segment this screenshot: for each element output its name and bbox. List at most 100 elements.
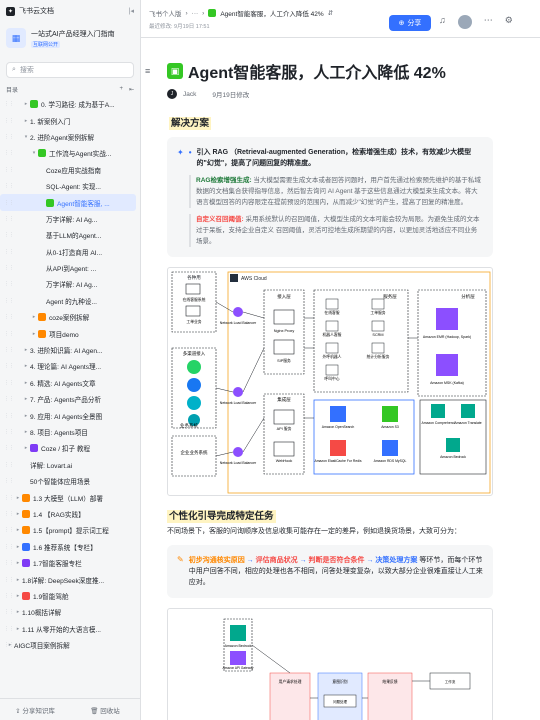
drag-handle-icon[interactable]: ⋮⋮ xyxy=(4,543,14,550)
drag-handle-icon[interactable]: ⋮⋮ xyxy=(4,199,14,206)
collapse-all-icon[interactable]: ⇤ xyxy=(128,86,134,93)
breadcrumb-root[interactable]: 飞书个人版 xyxy=(149,11,182,18)
more-icon[interactable]: ⋯ xyxy=(483,15,493,25)
sidebar-item[interactable]: ⋮⋮▸doc1.11 从零开始的大语言模... xyxy=(0,621,140,637)
sidebar-item[interactable]: ⋮⋮▸orange项目demo xyxy=(0,325,140,341)
sidebar-item[interactable]: ⋮⋮doc详解: Lovart.ai xyxy=(0,457,140,473)
drag-handle-icon[interactable]: ⋮⋮ xyxy=(4,625,14,632)
expand-arrow-icon[interactable]: ▸ xyxy=(16,592,20,599)
expand-arrow-icon[interactable]: ▸ xyxy=(24,117,28,124)
sidebar-item[interactable]: ⋮⋮▾doc2. 进阶Agent案例拆解 xyxy=(0,129,140,145)
sidebar-item[interactable]: ⋮⋮▸doc8. 项目: Agents项目 xyxy=(0,424,140,440)
expand-arrow-icon[interactable]: ▸ xyxy=(24,101,28,108)
breadcrumb-ellipsis[interactable]: ··· xyxy=(191,9,199,17)
drag-handle-icon[interactable]: ⋮⋮ xyxy=(4,494,14,501)
bell-icon[interactable]: ♫ xyxy=(439,15,446,25)
sidebar-item[interactable]: ⋮⋮▸orange1.4 【RAG实践】 xyxy=(0,506,140,522)
sidebar-item[interactable]: ⋮⋮▸doc3. 进阶知识篇: AI Agen... xyxy=(0,342,140,358)
expand-arrow-icon[interactable]: ▸ xyxy=(24,412,28,419)
collapse-sidebar-icon[interactable]: |◂ xyxy=(128,8,134,15)
drag-handle-icon[interactable]: ⋮⋮ xyxy=(4,396,14,403)
drag-handle-icon[interactable]: ⋮⋮ xyxy=(4,642,14,649)
expand-arrow-icon[interactable]: ▸ xyxy=(24,396,28,403)
expand-arrow-icon[interactable]: ▸ xyxy=(24,379,28,386)
drag-handle-icon[interactable]: ⋮⋮ xyxy=(4,248,14,255)
sidebar-item[interactable]: ⋮⋮▸orange1.3 大模型（LLM）部署 xyxy=(0,489,140,505)
drag-handle-icon[interactable]: ⋮⋮ xyxy=(4,314,14,321)
sidebar-item[interactable]: ⋮⋮doc万字详解: AI Ag... xyxy=(0,276,140,292)
expand-arrow-icon[interactable]: ▸ xyxy=(32,330,36,337)
search-input[interactable]: ⌕ 搜索 xyxy=(6,62,134,78)
sidebar-item[interactable]: ⋮⋮doc50个智能体应用场景 xyxy=(0,473,140,489)
sidebar-item[interactable]: ⋮⋮doc从0-1打造商用 AI... xyxy=(0,244,140,260)
drag-handle-icon[interactable]: ⋮⋮ xyxy=(4,445,14,452)
drag-handle-icon[interactable]: ⋮⋮ xyxy=(4,412,14,419)
sidebar-item[interactable]: ⋮⋮▸doc1.10概括详解 xyxy=(0,604,140,620)
sidebar-item[interactable]: ⋮⋮▸red1.9智能驾舱 xyxy=(0,588,140,604)
sidebar-item[interactable]: ⋮⋮doc从API到Agent: ... xyxy=(0,260,140,276)
expand-arrow-icon[interactable]: ▸ xyxy=(8,642,12,649)
expand-arrow-icon[interactable]: ▸ xyxy=(24,363,28,370)
drag-handle-icon[interactable]: ⋮⋮ xyxy=(4,347,14,354)
sidebar-item[interactable]: ⋮⋮docAgent 的九种设... xyxy=(0,293,140,309)
drag-handle-icon[interactable]: ⋮⋮ xyxy=(4,297,14,304)
expand-arrow-icon[interactable]: ▸ xyxy=(16,576,20,583)
drag-handle-icon[interactable]: ⋮⋮ xyxy=(4,576,14,583)
sidebar-item[interactable]: ⋮⋮▸purple1.7智能客服专栏 xyxy=(0,555,140,571)
drag-handle-icon[interactable]: ⋮⋮ xyxy=(4,379,14,386)
drag-handle-icon[interactable]: ⋮⋮ xyxy=(4,527,14,534)
expand-arrow-icon[interactable]: ▾ xyxy=(24,133,28,140)
expand-arrow-icon[interactable]: ▸ xyxy=(24,347,28,354)
expand-arrow-icon[interactable]: ▸ xyxy=(32,314,36,321)
expand-arrow-icon[interactable]: ▾ xyxy=(32,150,36,157)
sidebar-item[interactable]: ⋮⋮▸doc4. 理论篇: AI Agents理... xyxy=(0,358,140,374)
expand-arrow-icon[interactable]: ▸ xyxy=(16,625,20,632)
pin-icon[interactable]: ⇵ xyxy=(327,10,334,17)
sidebar-item[interactable]: ⋮⋮▸orange1.5【prompt】提示词工程 xyxy=(0,522,140,538)
expand-arrow-icon[interactable]: ▸ xyxy=(16,510,20,517)
expand-arrow-icon[interactable]: ▸ xyxy=(16,560,20,567)
drag-handle-icon[interactable]: ⋮⋮ xyxy=(4,133,14,140)
drag-handle-icon[interactable]: ⋮⋮ xyxy=(4,330,14,337)
sidebar-item[interactable]: ⋮⋮doc万字详解: AI Ag... xyxy=(0,211,140,227)
knowledge-base-header[interactable]: ▦ 一站式AI产品经理入门指南 互联网公开 xyxy=(0,22,140,60)
expand-arrow-icon[interactable]: ▸ xyxy=(16,609,20,616)
sidebar-item[interactable]: ⋮⋮doc基于LLM的Agent... xyxy=(0,227,140,243)
avatar[interactable] xyxy=(457,15,472,29)
sidebar-item[interactable]: ⋮⋮▸doc6. 精选: AI Agents文章 xyxy=(0,375,140,391)
share-knowledge-base-button[interactable]: ⇪ 分享知识库 xyxy=(15,707,55,715)
author-avatar[interactable]: J xyxy=(167,89,177,99)
drag-handle-icon[interactable]: ⋮⋮ xyxy=(4,461,14,468)
sidebar-item[interactable]: ⋮⋮▸docAIGC项目案例拆解 xyxy=(0,637,140,653)
add-icon[interactable]: + xyxy=(119,85,123,92)
sidebar-item[interactable]: ⋮⋮▸green0. 学习路径: 成为基于A... xyxy=(0,96,140,112)
drag-handle-icon[interactable]: ⋮⋮ xyxy=(4,510,14,517)
drag-handle-icon[interactable]: ⋮⋮ xyxy=(4,117,14,124)
author-name[interactable]: Jack xyxy=(183,90,197,98)
drag-handle-icon[interactable]: ⋮⋮ xyxy=(4,183,14,190)
drag-handle-icon[interactable]: ⋮⋮ xyxy=(4,101,14,108)
sidebar-item[interactable]: ⋮⋮greenAgent智能客服, ... xyxy=(0,194,136,211)
drag-handle-icon[interactable]: ⋮⋮ xyxy=(4,592,14,599)
drag-handle-icon[interactable]: ⋮⋮ xyxy=(4,232,14,239)
drag-handle-icon[interactable]: ⋮⋮ xyxy=(4,429,14,435)
sidebar-item[interactable]: ⋮⋮▸blue1.6 推荐系统【专栏】 xyxy=(0,539,140,555)
recycle-bin-button[interactable]: 🗑 回收站 xyxy=(90,707,120,715)
drag-handle-icon[interactable]: ⋮⋮ xyxy=(4,150,14,157)
sidebar-item[interactable]: ⋮⋮▸doc9. 应用: AI Agents全景图 xyxy=(0,407,140,423)
sidebar-item[interactable]: ⋮⋮▸doc7. 产品: Agents产品分析 xyxy=(0,391,140,407)
outline-icon[interactable]: ≡ xyxy=(145,66,151,76)
drag-handle-icon[interactable]: ⋮⋮ xyxy=(4,215,14,222)
gear-icon[interactable]: ⚙ xyxy=(504,15,513,25)
share-button[interactable]: ⊕ 分享 xyxy=(389,15,431,31)
sidebar-item[interactable]: ⋮⋮▾green工作流与Agent实战... xyxy=(0,145,140,161)
expand-arrow-icon[interactable]: ▸ xyxy=(16,494,20,501)
sidebar-item[interactable]: ⋮⋮▸orangecoze案例拆解 xyxy=(0,309,140,325)
drag-handle-icon[interactable]: ⋮⋮ xyxy=(4,363,14,370)
drag-handle-icon[interactable]: ⋮⋮ xyxy=(4,560,14,567)
sidebar-item[interactable]: ⋮⋮docSQL-Agent: 实现... xyxy=(0,178,140,194)
sidebar-item[interactable]: ⋮⋮▸doc1. 新案例入门 xyxy=(0,112,140,128)
sidebar-item[interactable]: ⋮⋮docCoze应用实战指南 xyxy=(0,162,140,178)
expand-arrow-icon[interactable]: ▸ xyxy=(24,429,28,435)
drag-handle-icon[interactable]: ⋮⋮ xyxy=(4,166,14,173)
